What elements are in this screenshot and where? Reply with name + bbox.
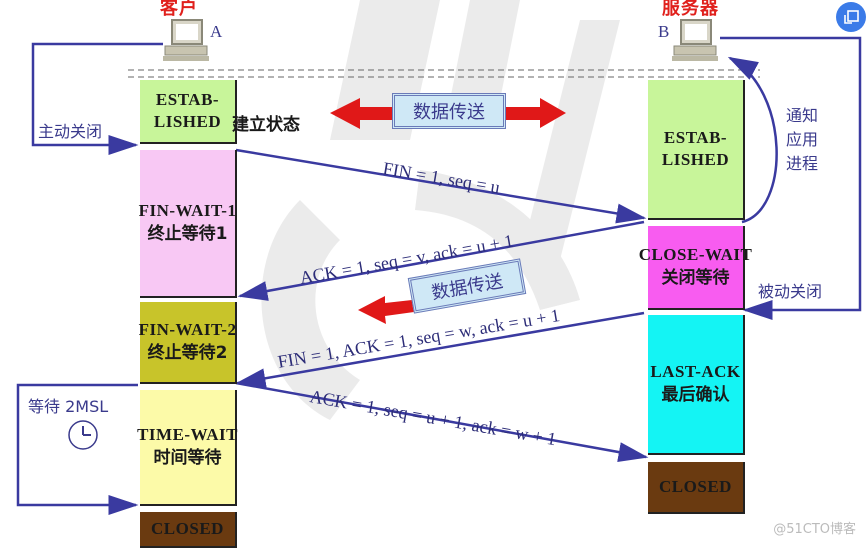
notify-line: 通知 (786, 106, 819, 125)
client-computer-icon (163, 19, 209, 61)
state-en: FIN-WAIT-1 (138, 201, 237, 220)
client-state-closed: CLOSED (140, 512, 237, 548)
server-state-close-wait: CLOSE-WAIT 关闭等待 (639, 226, 752, 310)
state-zh: 终止等待2 (147, 343, 228, 363)
state-zh: 关闭等待 (661, 268, 730, 288)
established-state-label: 建立状态 (232, 115, 300, 135)
notify-line: 应用 (786, 130, 819, 149)
state-en: ESTAB- (155, 90, 220, 109)
translate-icon (844, 10, 859, 24)
passive-close-label: 被动关闭 (758, 282, 823, 301)
client-title: 客户 (160, 0, 198, 19)
client-state-fin-wait-2: FIN-WAIT-2 终止等待2 (138, 302, 237, 384)
clock-icon (68, 420, 98, 450)
client-state-fin-wait-1: FIN-WAIT-1 终止等待1 (138, 150, 237, 298)
state-en: LISHED (153, 112, 222, 131)
client-state-time-wait: TIME-WAIT 时间等待 (137, 390, 238, 506)
state-zh: 最后确认 (661, 385, 730, 405)
state-zh: 终止等待1 (147, 224, 228, 244)
server-state-established: ESTAB- LISHED (648, 80, 745, 220)
server-computer-icon (672, 19, 718, 61)
data-transfer-box-1: 数据传送 (392, 93, 506, 129)
notify-app-label: 通知 应用 进程 (786, 104, 818, 176)
wait-2msl-label: 等待 2MSL (28, 397, 109, 416)
state-en: LAST-ACK (650, 362, 741, 381)
state-en: LISHED (661, 150, 730, 169)
state-en: CLOSED (659, 477, 732, 496)
server-state-closed: CLOSED (648, 462, 745, 514)
client-state-established: ESTAB- LISHED (140, 80, 237, 144)
server-label: B (658, 22, 670, 41)
state-zh: 时间等待 (153, 448, 222, 468)
watermark-text: @51CTO博客 (773, 522, 856, 537)
notify-line: 进程 (786, 154, 819, 173)
active-close-label: 主动关闭 (38, 122, 103, 141)
state-en: TIME-WAIT (137, 425, 238, 444)
floating-action-button[interactable] (836, 2, 866, 32)
server-state-last-ack: LAST-ACK 最后确认 (648, 315, 745, 455)
state-en: ESTAB- (663, 128, 728, 147)
client-label: A (210, 22, 223, 41)
state-en: FIN-WAIT-2 (138, 320, 237, 339)
server-title: 服务器 (662, 0, 719, 19)
state-en: CLOSED (151, 519, 224, 538)
state-en: CLOSE-WAIT (638, 245, 753, 264)
